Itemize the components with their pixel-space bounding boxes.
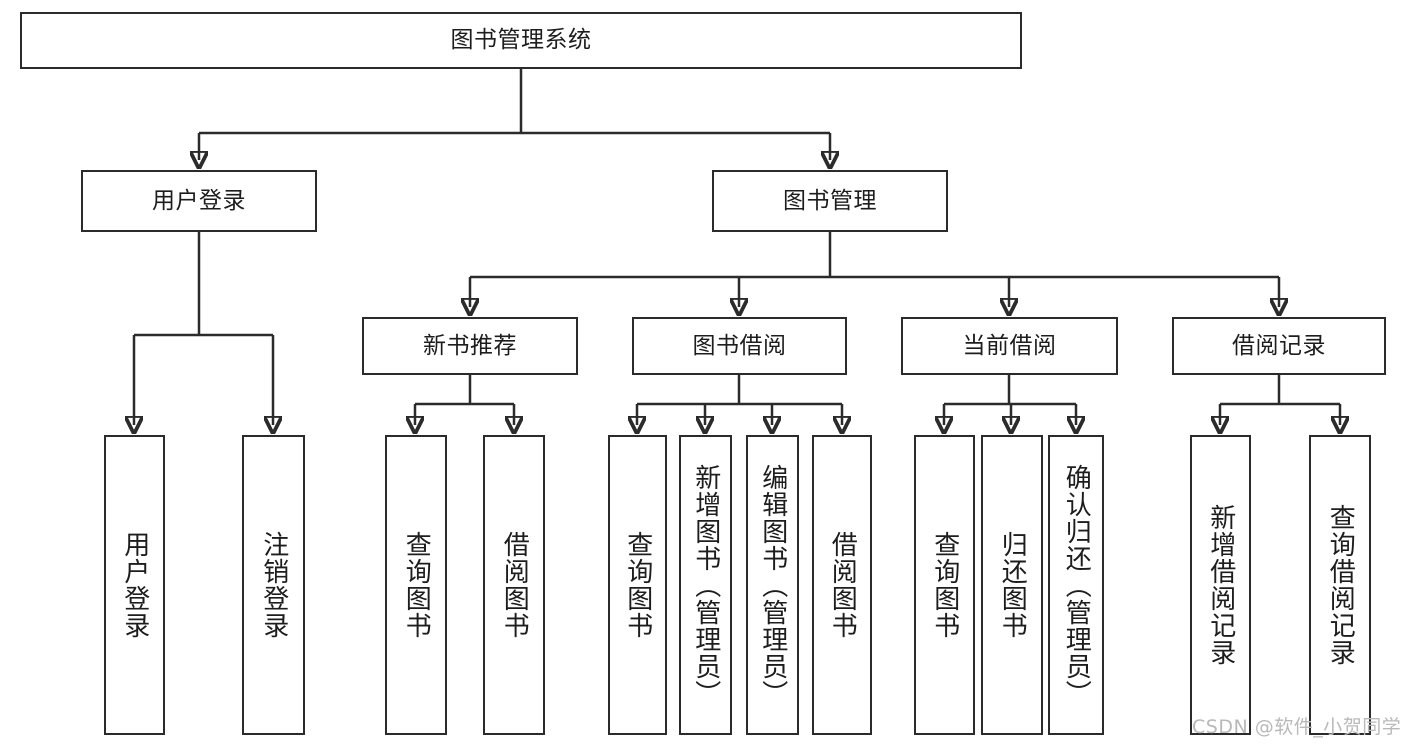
leaf-query-borrow-record[interactable]: 查询借阅记录 xyxy=(1309,435,1371,735)
node-user-login[interactable]: 用户登录 xyxy=(81,170,317,232)
node-book-borrow[interactable]: 图书借阅 xyxy=(632,317,847,375)
leaf-confirm-return-admin[interactable]: 确认归还（管理员） xyxy=(1048,435,1104,735)
node-current-borrow[interactable]: 当前借阅 xyxy=(901,317,1118,375)
node-label: 用户登录 xyxy=(119,531,150,639)
leaf-borrow-book[interactable]: 借阅图书 xyxy=(812,435,872,735)
node-label: 查询借阅记录 xyxy=(1325,504,1356,666)
node-label: 当前借阅 xyxy=(962,332,1057,359)
node-label: 借阅图书 xyxy=(827,531,858,639)
node-label: 查询图书 xyxy=(401,531,432,639)
node-label: 图书管理 xyxy=(783,187,877,214)
leaf-add-book-admin[interactable]: 新增图书（管理员） xyxy=(679,435,732,735)
watermark-text: CSDN @软件_小贺同学 xyxy=(1192,716,1402,738)
node-label: 借阅图书 xyxy=(499,531,530,639)
leaf-logout[interactable]: 注销登录 xyxy=(242,435,305,735)
node-label: 查询图书 xyxy=(622,531,653,639)
node-label: 图书借阅 xyxy=(692,332,787,359)
node-label: 借阅记录 xyxy=(1232,332,1326,359)
node-label: 新增借阅记录 xyxy=(1205,504,1236,666)
node-book-management[interactable]: 图书管理 xyxy=(712,170,948,232)
leaf-add-borrow-record[interactable]: 新增借阅记录 xyxy=(1190,435,1251,735)
node-borrow-record[interactable]: 借阅记录 xyxy=(1172,317,1386,375)
leaf-query-book-current[interactable]: 查询图书 xyxy=(914,435,975,735)
leaf-query-book-recommend[interactable]: 查询图书 xyxy=(385,435,447,735)
node-label: 新增图书（管理员） xyxy=(690,463,721,707)
node-label: 确认归还（管理员） xyxy=(1061,463,1092,707)
node-label: 归还图书 xyxy=(997,531,1028,639)
leaf-edit-book-admin[interactable]: 编辑图书（管理员） xyxy=(746,435,799,735)
node-label: 用户登录 xyxy=(152,187,246,214)
node-label: 图书管理系统 xyxy=(450,27,592,54)
node-label: 注销登录 xyxy=(258,531,289,639)
leaf-borrow-book-recommend[interactable]: 借阅图书 xyxy=(483,435,545,735)
leaf-user-login[interactable]: 用户登录 xyxy=(104,435,165,735)
node-label: 新书推荐 xyxy=(423,332,517,359)
leaf-return-book[interactable]: 归还图书 xyxy=(981,435,1043,735)
node-label: 编辑图书（管理员） xyxy=(757,463,788,707)
leaf-query-book-borrow[interactable]: 查询图书 xyxy=(608,435,667,735)
node-new-book-recommend[interactable]: 新书推荐 xyxy=(362,317,578,375)
node-label: 查询图书 xyxy=(929,531,960,639)
node-root-system[interactable]: 图书管理系统 xyxy=(20,12,1022,69)
